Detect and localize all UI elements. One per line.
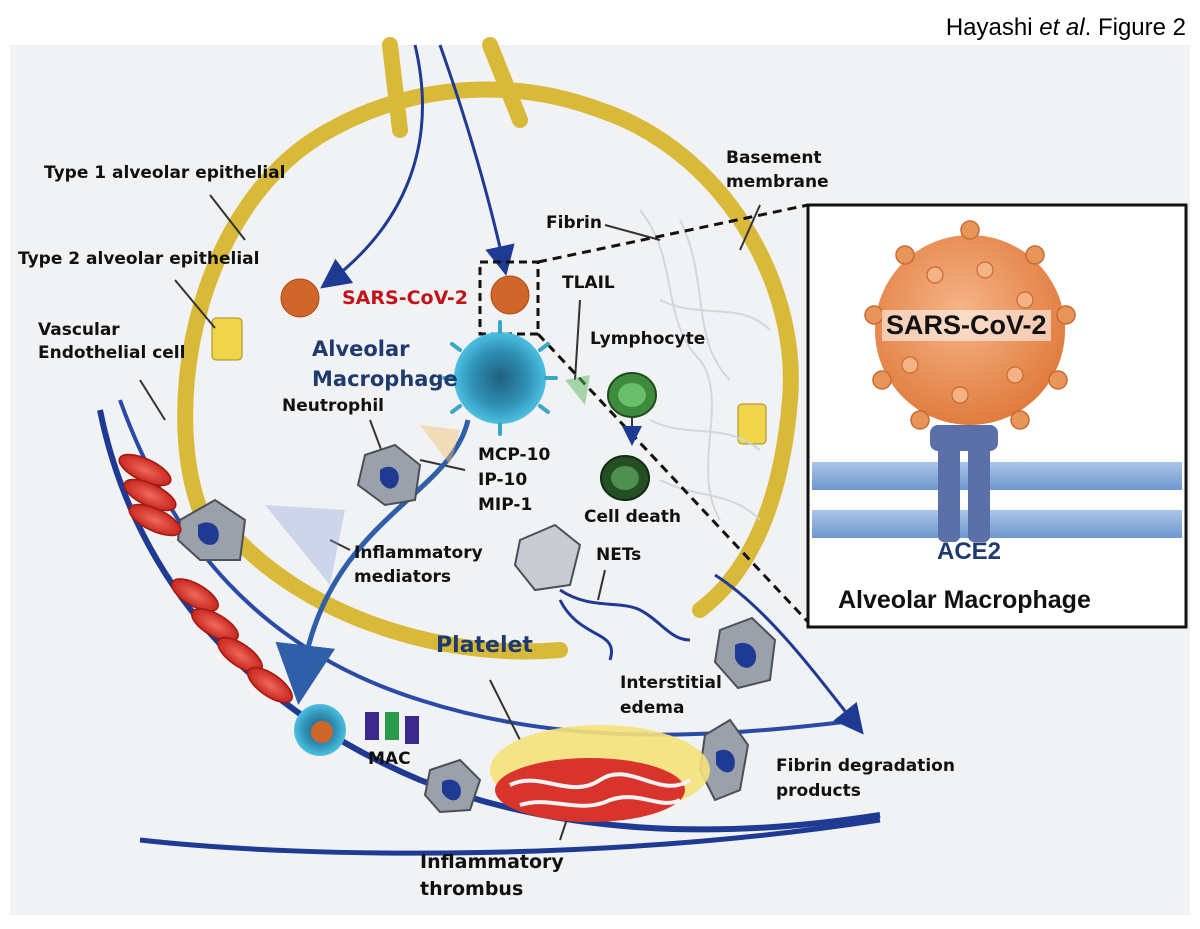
label-inflammatory-thrombus-1: Inflammatory: [420, 851, 564, 873]
figure-title: Hayashi et al. Figure 2: [946, 14, 1186, 42]
label-mcp10: MCP-10: [478, 445, 551, 465]
tlail-blob: [565, 375, 590, 405]
airway-wall-left: [382, 37, 408, 138]
label-inflammatory-thrombus-2: thrombus: [420, 878, 524, 900]
inset-panel: [806, 203, 1188, 629]
zoom-line-top: [537, 203, 809, 264]
label-membrane: membrane: [726, 172, 829, 192]
neutrophil-cell-vessel: [176, 498, 247, 561]
label-fibrin: Fibrin: [546, 213, 602, 233]
label-sars-cov-2: SARS-CoV-2: [342, 287, 469, 309]
alveolar-epithelium-wall: [177, 81, 799, 618]
figure-etal: et al: [1039, 14, 1085, 41]
label-lymphocyte: Lymphocyte: [590, 329, 706, 349]
lymphocyte-nucleus: [618, 383, 646, 407]
virion-right: [490, 275, 530, 315]
label-neutrophil: Neutrophil: [282, 396, 384, 416]
vessel-macrophage-virion: [311, 721, 333, 743]
capillary-wall-outer: [97, 409, 881, 833]
inset-membrane-bottom: [812, 510, 1182, 538]
label-ip10: IP-10: [478, 470, 528, 490]
virion-left: [280, 278, 320, 318]
label-inflammatory: Inflammatory: [354, 543, 483, 563]
capillary-wall-lower: [139, 817, 881, 856]
mac-complex-1: [365, 712, 379, 740]
airway-wall-right: [482, 37, 528, 128]
inset-ace2-receptor: [930, 425, 998, 542]
mac-complex-3: [405, 716, 419, 744]
fibrin-mesh: [639, 209, 771, 521]
label-mediators: mediators: [354, 567, 452, 587]
label-tlail: TLAIL: [562, 273, 615, 293]
chemokine-blob: [420, 425, 460, 465]
inset-caption-bg: [812, 565, 1182, 625]
label-cell-death: Cell death: [584, 507, 681, 527]
inflammatory-thrombus: [490, 725, 710, 822]
label-alveolar: Alveolar: [312, 337, 410, 361]
figure-author: Hayashi: [945, 14, 1033, 41]
airflow-arrow-left: [320, 44, 424, 289]
label-products: products: [776, 781, 861, 801]
neutrophil-cell-thrombus-left: [423, 758, 482, 814]
airflow-arrow-right: [438, 44, 515, 276]
label-macrophage: Macrophage: [312, 367, 458, 391]
type2-cell-right: [737, 403, 767, 445]
label-vascular: Vascular: [38, 320, 120, 340]
label-basement: Basement: [726, 148, 822, 168]
label-edema: edema: [620, 698, 685, 718]
type2-cell-left: [211, 317, 243, 361]
mac-complex-2: [385, 712, 399, 740]
label-interstitial: Interstitial: [620, 673, 722, 693]
inset-label-ace2: ACE2: [937, 538, 1002, 565]
neutrophil-cell-interstitium: [713, 616, 777, 690]
alveolar-macrophage-cell: [442, 320, 558, 436]
label-nets: NETs: [596, 545, 642, 565]
figure-number: . Figure 2: [1084, 14, 1186, 41]
label-mac: MAC: [368, 749, 411, 769]
label-type1-epithelial: Type 1 alveolar epithelial: [44, 163, 286, 183]
label-endothelial-cell: Endothelial cell: [38, 343, 186, 363]
macrophage-migration-arrow: [275, 419, 471, 705]
inset-label-sars-cov-2: SARS-CoV-2: [882, 310, 1051, 341]
fibrin-degradation-arrow: [714, 573, 864, 735]
nets-structure: [513, 523, 691, 661]
label-fibrin-degradation: Fibrin degradation: [776, 756, 955, 776]
label-platelet: Platelet: [436, 633, 533, 658]
label-type2-epithelial: Type 2 alveolar epithelial: [18, 249, 260, 269]
neutrophil-cell-thrombus-right: [698, 718, 750, 802]
inflammatory-mediator-blob: [265, 505, 345, 585]
neutrophil-cell: [356, 443, 422, 507]
inset-label-alveolar-macrophage: Alveolar Macrophage: [838, 586, 1091, 614]
label-mip1: MIP-1: [478, 495, 533, 515]
dead-lymphocyte-nucleus: [611, 466, 639, 490]
inset-membrane-top: [812, 462, 1182, 490]
alveolar-epithelium-lower: [212, 512, 568, 660]
red-blood-cells: [118, 453, 293, 704]
